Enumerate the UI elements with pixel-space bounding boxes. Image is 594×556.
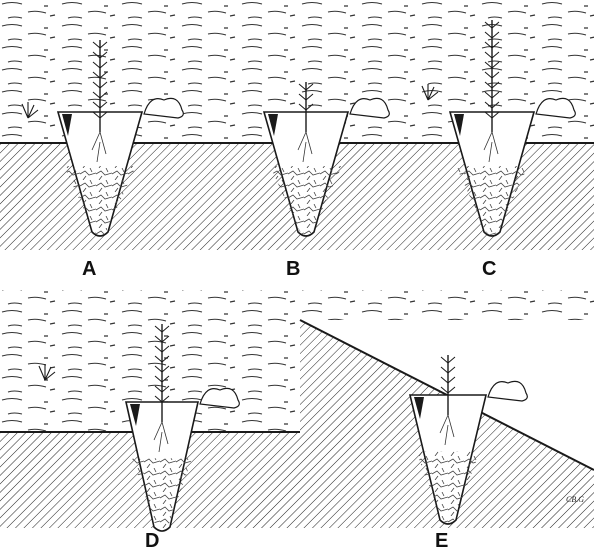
panel-label-c: C xyxy=(482,258,497,281)
panel-label-a: A xyxy=(82,258,97,281)
artist-signature: CB.G xyxy=(566,495,584,504)
panel-label-b: B xyxy=(286,258,301,281)
panel-e-surface-texture xyxy=(300,290,594,320)
panel-c xyxy=(396,0,594,250)
panel-d xyxy=(0,290,300,531)
panel-label-e: E xyxy=(435,530,449,553)
panel-b xyxy=(198,0,396,250)
panel-e-sod-clod xyxy=(488,381,527,401)
panel-label-d: D xyxy=(145,530,160,553)
panel-a xyxy=(0,0,198,250)
panel-e xyxy=(300,290,594,528)
